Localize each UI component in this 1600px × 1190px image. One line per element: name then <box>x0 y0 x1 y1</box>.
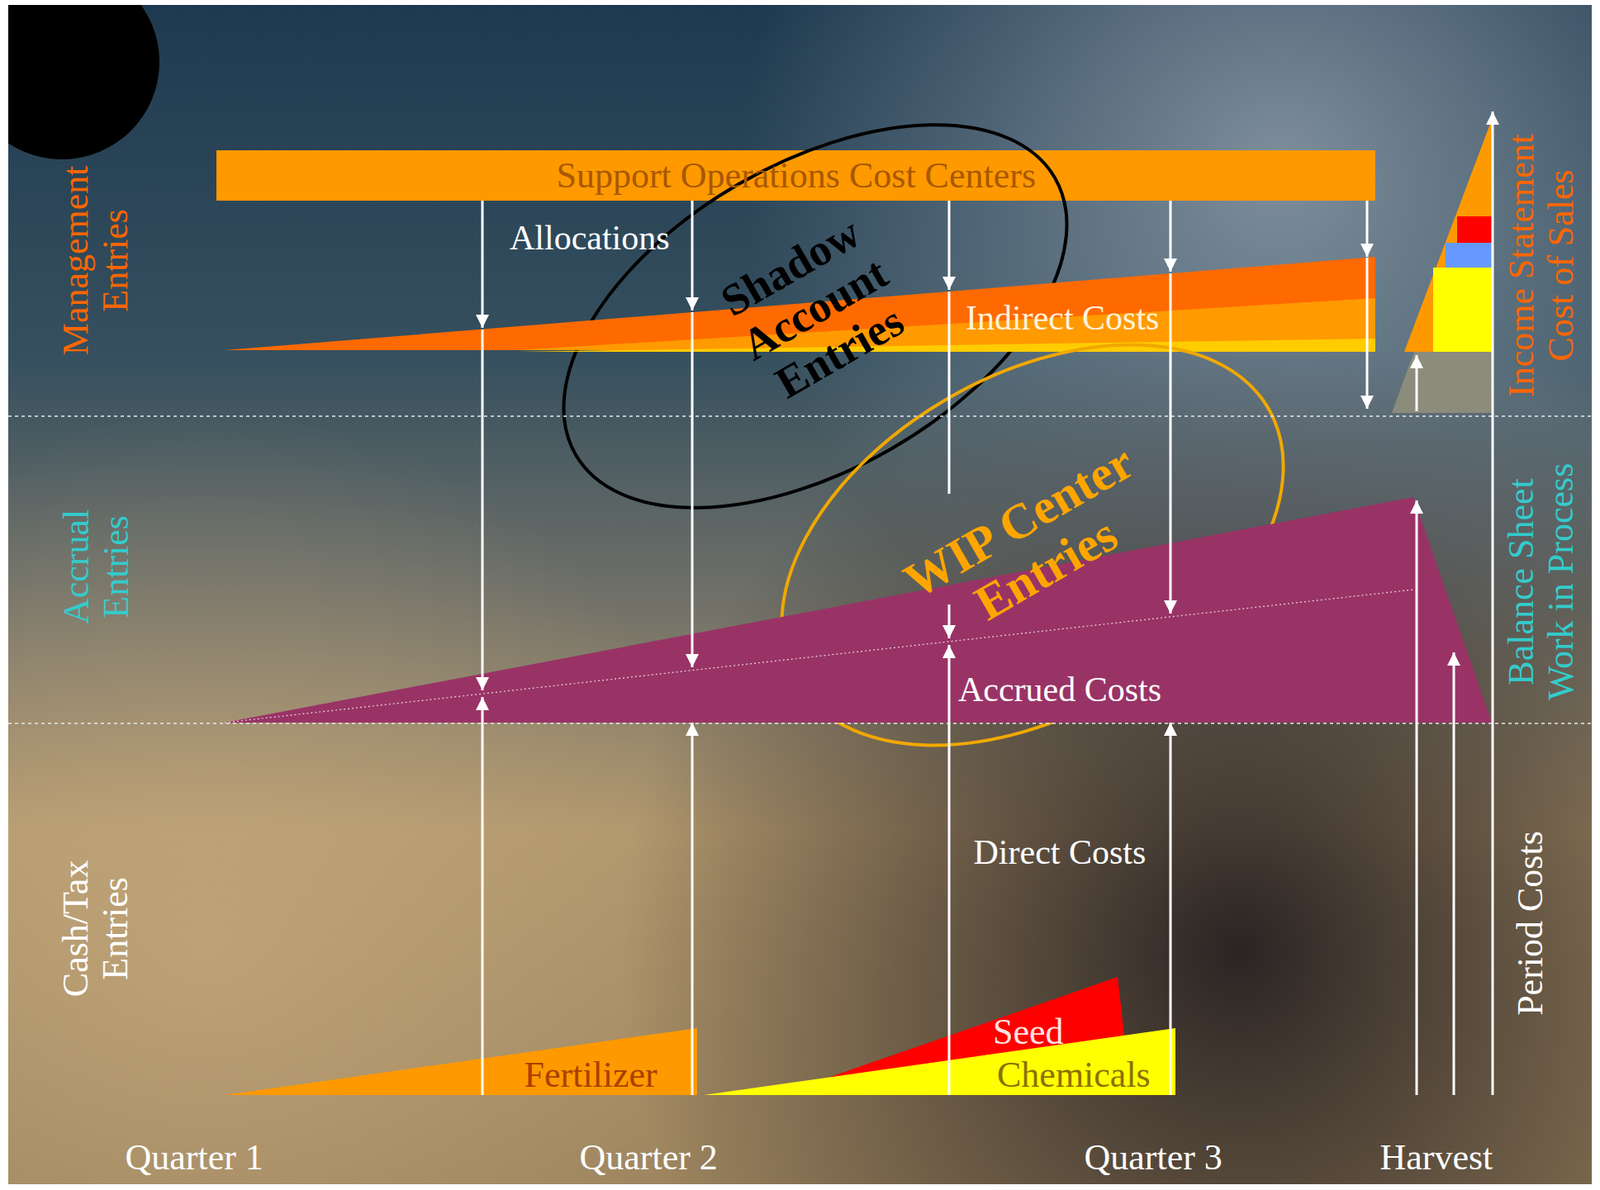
direct-cost-arrow <box>948 645 951 1096</box>
shape-fill <box>224 1028 698 1096</box>
timeline-label: Quarter 3 <box>1084 1139 1223 1177</box>
allocation-arrow <box>1366 257 1369 409</box>
cost-of-sales-block <box>1457 216 1493 243</box>
allocation-arrow <box>691 200 694 311</box>
node-text: Indirect Costs <box>965 300 1159 336</box>
timeline-label: Quarter 2 <box>579 1139 718 1177</box>
cost-of-sales-block <box>1404 117 1493 352</box>
harvest-arrow <box>1452 652 1456 1096</box>
node-text: Shadow Account Entries <box>709 206 921 414</box>
timeline-label: Quarter 1 <box>125 1139 264 1177</box>
allocation-arrow <box>481 200 485 328</box>
accrual-arrow <box>481 329 485 691</box>
shape-fill <box>224 256 1376 351</box>
accrual-arrow <box>948 604 951 639</box>
cost-of-sales-block <box>1445 242 1493 268</box>
node-text: WIP Center Entries <box>883 427 1182 663</box>
flow-connector <box>1169 722 1173 1029</box>
ground-shadow <box>8 4 1592 1185</box>
shape-fill <box>216 150 1376 201</box>
statement-label: Income Statement Cost of Sales <box>1501 120 1582 410</box>
accrued-cost-triangle-outline <box>224 497 1492 723</box>
statement-label: Period Costs <box>1512 830 1549 1017</box>
cost-center-bar: Support Operations Cost Centers <box>216 150 1376 201</box>
allocation-arrow <box>1169 200 1173 272</box>
ground-highlight <box>8 4 1592 1185</box>
photo-ground <box>8 4 1592 1185</box>
direct-cost-line <box>1169 1028 1173 1096</box>
corner-disc <box>8 4 160 160</box>
band-label: Management Entries <box>56 165 137 356</box>
flow-label: Allocations <box>509 220 670 256</box>
node-text: Chemicals <box>997 1057 1151 1094</box>
flow-label: Direct Costs <box>973 835 1147 870</box>
statement-label: Balance Sheet Work in Process <box>1501 445 1582 718</box>
harvest-arrow <box>1415 500 1419 1096</box>
node-text: Fertilizer <box>524 1057 658 1094</box>
accrual-line <box>948 291 951 494</box>
shape-fill <box>224 497 1492 723</box>
chemicals-wedge: Chemicals <box>703 1028 1176 1097</box>
shape-fill <box>703 1028 1176 1096</box>
node-text: Support Operations Cost Centers <box>556 157 1037 195</box>
shape-fill <box>517 338 1376 352</box>
timeline-label: Harvest <box>1380 1139 1494 1177</box>
band-divider <box>8 722 1592 725</box>
fertilizer-wedge: Fertilizer <box>224 1028 698 1097</box>
accrual-arrow <box>1169 273 1173 614</box>
band-label: Accrual Entries <box>56 508 138 624</box>
direct-cost-arrow <box>481 697 485 1096</box>
accrual-arrow <box>691 312 694 668</box>
direct-cost-line <box>691 1028 694 1096</box>
band-divider <box>8 415 1592 418</box>
cost-of-sales-block <box>1391 351 1493 414</box>
node-text: Accrued Costs <box>958 672 1162 708</box>
cost-of-sales-block <box>1433 267 1493 352</box>
node-text: Seed <box>992 1014 1064 1051</box>
accrued-cost-triangle: Accrued Costs <box>224 497 1492 723</box>
harvest-arrow <box>1415 355 1419 412</box>
flow-connector <box>691 722 694 1029</box>
band-label: Cash/Tax Entries <box>56 859 137 998</box>
ground-gradient <box>8 4 1592 1185</box>
flow-connector <box>1366 200 1369 257</box>
ground-highlight <box>8 4 1592 1185</box>
harvest-arrow <box>1491 111 1495 1096</box>
band-dividers <box>8 416 1592 724</box>
allocation-arrow <box>948 200 951 290</box>
